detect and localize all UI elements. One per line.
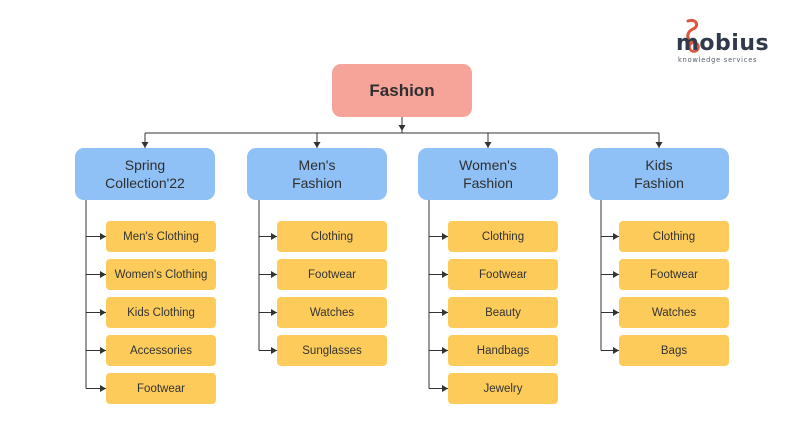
leaf-branch-arrow — [100, 271, 106, 278]
leaf-branch-arrow — [442, 347, 448, 354]
leaf-jewelry: Jewelry — [448, 373, 558, 404]
leaf-branch-arrow — [100, 347, 106, 354]
leaf-handbags: Handbags — [448, 335, 558, 366]
leaf-kids-clothing: Kids Clothing — [106, 297, 216, 328]
category-drop-arrow — [484, 142, 492, 148]
leaf-womens-clothing: Women's Clothing — [106, 259, 216, 290]
leaf-branch-arrow — [613, 309, 619, 316]
category-womens-fashion: Women's Fashion — [418, 148, 558, 200]
leaf-branch-arrow — [271, 233, 277, 240]
root-stem-arrow — [398, 125, 406, 131]
leaf-branch-arrow — [613, 233, 619, 240]
leaf-footwear: Footwear — [277, 259, 387, 290]
category-kids-fashion: Kids Fashion — [589, 148, 729, 200]
leaf-footwear: Footwear — [619, 259, 729, 290]
leaf-clothing: Clothing — [277, 221, 387, 252]
category-spring-collection: Spring Collection'22 — [75, 148, 215, 200]
mobius-logo: mobius knowledge services — [672, 18, 782, 68]
logo-tagline: knowledge services — [678, 56, 758, 64]
leaf-branch-arrow — [100, 233, 106, 240]
leaf-footwear: Footwear — [106, 373, 216, 404]
logo-wordmark: mobius — [676, 31, 770, 56]
category-drop-arrow — [313, 142, 321, 148]
category-mens-fashion: Men's Fashion — [247, 148, 387, 200]
logo-swirl-icon — [686, 18, 700, 53]
leaf-watches: Watches — [277, 297, 387, 328]
leaf-beauty: Beauty — [448, 297, 558, 328]
category-drop-arrow — [655, 142, 663, 148]
leaf-bags: Bags — [619, 335, 729, 366]
leaf-branch-arrow — [442, 385, 448, 392]
leaf-mens-clothing: Men's Clothing — [106, 221, 216, 252]
category-drop-arrow — [141, 142, 149, 148]
leaf-branch-arrow — [100, 385, 106, 392]
leaf-clothing: Clothing — [448, 221, 558, 252]
leaf-branch-arrow — [271, 309, 277, 316]
leaf-branch-arrow — [613, 347, 619, 354]
leaf-sunglasses: Sunglasses — [277, 335, 387, 366]
leaf-clothing: Clothing — [619, 221, 729, 252]
leaf-watches: Watches — [619, 297, 729, 328]
leaf-branch-arrow — [271, 347, 277, 354]
leaf-footwear: Footwear — [448, 259, 558, 290]
leaf-branch-arrow — [442, 233, 448, 240]
leaf-accessories: Accessories — [106, 335, 216, 366]
root-node-fashion: Fashion — [332, 64, 472, 117]
leaf-branch-arrow — [442, 271, 448, 278]
leaf-branch-arrow — [613, 271, 619, 278]
leaf-branch-arrow — [271, 271, 277, 278]
leaf-branch-arrow — [100, 309, 106, 316]
leaf-branch-arrow — [442, 309, 448, 316]
